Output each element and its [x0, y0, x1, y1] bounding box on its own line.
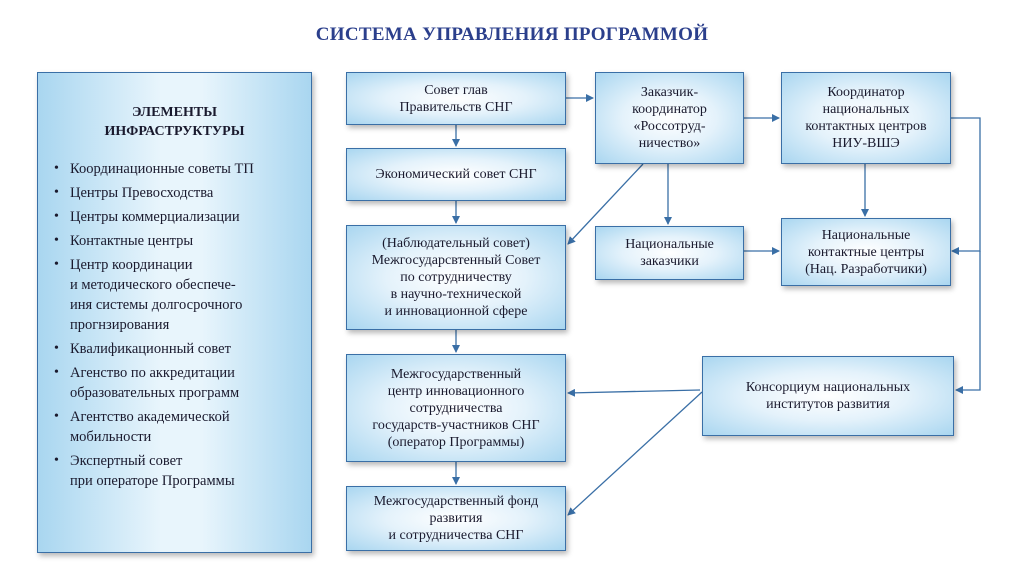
bullet-icon: • — [54, 161, 59, 176]
bullet-icon: • — [54, 209, 59, 224]
list-item: •Центр координации и методического обесп… — [54, 257, 243, 333]
arrow-coordinator-to-consortium — [955, 251, 981, 394]
infrastructure-panel: ЭЛЕМЕНТЫ ИНФРАСТРУКТУРЫ •Координационные… — [37, 72, 312, 553]
bullet-icon: • — [54, 453, 59, 468]
list-item: •Центры коммерциализации — [54, 209, 240, 225]
bullet-icon: • — [54, 185, 59, 200]
box-coordinator-ncc: Координатор национальных контактных цент… — [781, 72, 951, 164]
bullet-icon: • — [54, 341, 59, 356]
box-fund: Межгосударственный фонд развития и сотру… — [346, 486, 566, 551]
list-item: •Агенство по аккредитации образовательны… — [54, 365, 240, 401]
list-item: •Координационные советы ТП — [54, 161, 254, 177]
arrow-customer-to-supervisory — [567, 163, 644, 245]
bullet-icon: • — [54, 409, 59, 424]
box-council-heads: Совет глав Правительств СНГ — [346, 72, 566, 125]
arrow-consortium-to-fund — [567, 391, 703, 516]
infrastructure-heading: ЭЛЕМЕНТЫ ИНФРАСТРУКТУРЫ — [104, 105, 245, 139]
infrastructure-list: •Координационные советы ТП •Центры Прево… — [38, 159, 311, 495]
arrow-consortium-to-center — [567, 388, 701, 397]
list-item: •Экспертный совет при операторе Программ… — [54, 453, 235, 489]
bullet-icon: • — [54, 233, 59, 248]
bullet-icon: • — [54, 257, 59, 272]
list-item: •Агентство академической мобильности — [54, 409, 230, 445]
box-supervisory-council: (Наблюдательный совет) Межгосударсвтенны… — [346, 225, 566, 330]
box-innovation-center: Межгосударственный центр инновационного … — [346, 354, 566, 462]
bullet-icon: • — [54, 365, 59, 380]
box-customer-coordinator: Заказчик- координатор «Россотруд- ничест… — [595, 72, 744, 164]
page-title: СИСТЕМА УПРАВЛЕНИЯ ПРОГРАММОЙ — [315, 24, 709, 45]
box-national-customers: Национальные заказчики — [595, 226, 744, 280]
list-item: •Центры Превосходства — [54, 185, 214, 201]
box-consortium: Консорциум национальных институтов разви… — [702, 356, 954, 436]
box-national-contact-centers: Национальные контактные центры (Нац. Раз… — [781, 218, 951, 286]
box-economic-council: Экономический совет СНГ — [346, 148, 566, 201]
arrow-coordinator-to-ncc-side — [951, 117, 981, 255]
list-item: •Контактные центры — [54, 233, 194, 249]
list-item: •Квалификационный совет — [54, 341, 231, 357]
